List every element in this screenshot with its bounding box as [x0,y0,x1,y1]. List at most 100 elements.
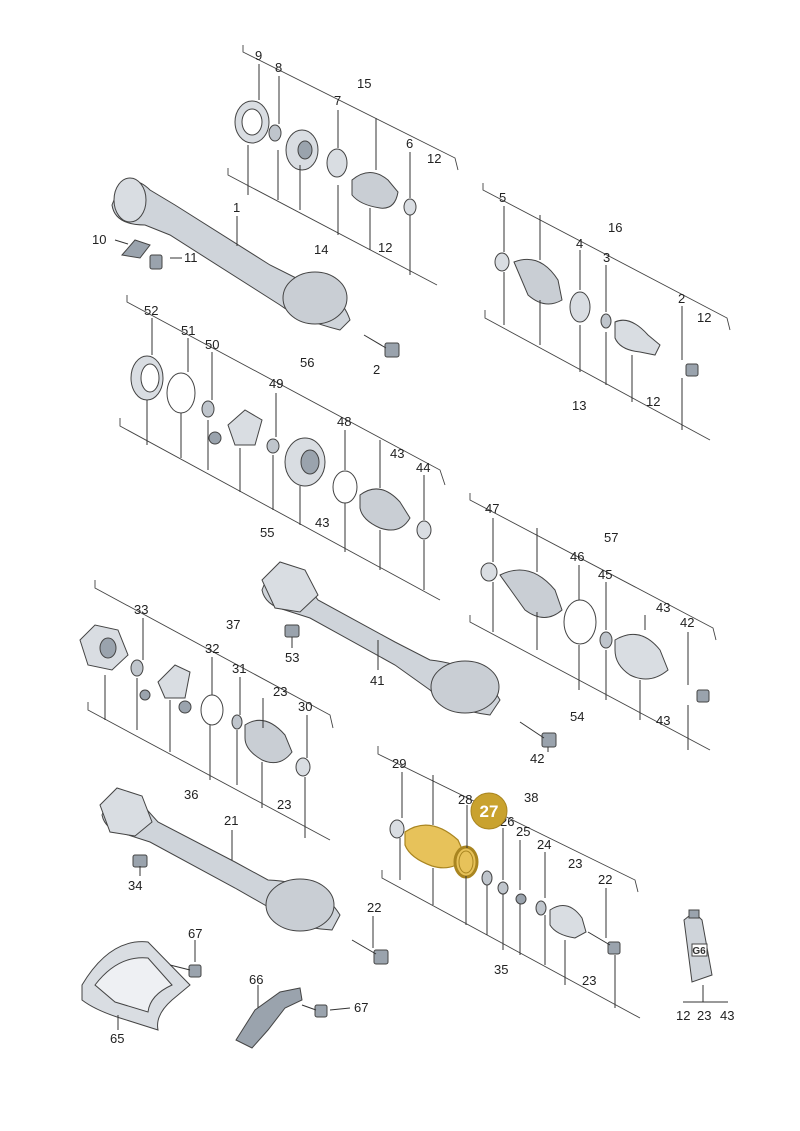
label-45: 45 [598,567,612,582]
label-24: 24 [537,837,551,852]
clamp-5 [494,252,510,272]
group-7-parts [389,819,621,955]
label-31: 31 [232,661,246,676]
label-43: 43 [390,446,404,461]
group-4-leaders [492,518,689,750]
group-7-leaders [399,772,616,1008]
ring-3 [600,313,612,329]
label-27: 27 [480,802,499,821]
ring-51 [166,372,196,414]
label-15: 15 [357,76,371,91]
label-2-right: 2 [678,291,685,306]
label-23b: 23 [277,797,291,812]
clamp-32 [200,694,224,726]
group-9-leaders [117,940,351,1030]
label-55: 55 [260,525,274,540]
group-1-parts [111,100,417,358]
group-4-labels: 47 57 46 45 43 42 54 43 [485,501,694,728]
label-54: 54 [570,709,584,724]
group-3-labels: 52 51 50 56 49 48 43 44 55 43 [144,303,430,540]
label-12b: 12 [378,240,392,255]
label-23-right-b: 23 [582,973,596,988]
bolt-42 [696,689,710,703]
group-4-parts [480,562,710,703]
boot-16 [513,258,563,305]
clamp-6 [403,198,417,216]
group-5-leaders [104,618,308,838]
ring-33 [130,659,144,677]
group-3-parts [130,355,432,540]
group-6-parts [261,561,557,748]
label-21: 21 [224,813,238,828]
clamp-44 [416,520,432,540]
bolt-11 [149,254,163,270]
label-23: 23 [273,684,287,699]
label-16: 16 [608,220,622,235]
label-4: 4 [576,236,583,251]
label-12-right: 12 [697,310,711,325]
group-2-labels: 5 16 4 3 2 12 13 12 [499,190,711,413]
label-66: 66 [249,972,263,987]
group-8-labels: 21 34 22 [128,813,381,915]
clamp-4 [569,291,591,323]
label-12-right-b: 12 [646,394,660,409]
label-9: 9 [255,48,262,63]
label-33: 33 [134,602,148,617]
label-1: 1 [233,200,240,215]
label-29: 29 [392,756,406,771]
group-2-parts [494,252,699,377]
label-3: 3 [603,250,610,265]
ring-25 [497,881,509,895]
label-34: 34 [128,878,142,893]
bolt-2-top [384,342,400,358]
clamp-46 [563,599,597,645]
group-1-labels: 9 8 15 7 6 12 1 10 11 14 12 2 [92,48,441,377]
label-30: 30 [298,699,312,714]
label-22-right: 22 [598,872,612,887]
label-14: 14 [314,242,328,257]
label-65: 65 [110,1031,124,1046]
group-3-frame [119,295,446,601]
label-7: 7 [334,93,341,108]
label-12: 12 [427,151,441,166]
group-6-labels: 53 41 42 [285,650,544,766]
bolt-34 [132,854,148,868]
label-25: 25 [516,824,530,839]
group-5-labels: 33 37 32 31 23 30 36 23 [134,602,312,812]
label-28: 28 [458,792,472,807]
label-46: 46 [570,549,584,564]
group-9-labels: 67 65 66 67 [110,926,368,1046]
label-13: 13 [572,398,586,413]
label-10: 10 [92,232,106,247]
group-8-parts [99,787,389,965]
label-57: 57 [604,530,618,545]
spider-32 [157,664,191,699]
boot-12 [351,172,399,209]
label-47: 47 [485,501,499,516]
label-42: 42 [680,615,694,630]
label-35: 35 [494,962,508,977]
group-9-parts [81,941,328,1049]
label-tube-43: 43 [720,1008,734,1023]
bracket-66 [235,987,303,1049]
group-7-labels: 29 28 38 26 25 24 23 22 35 23 27 [392,756,612,988]
label-43-right: 43 [656,600,670,615]
clamp-29 [389,819,405,839]
label-11: 11 [184,250,198,265]
bolt-2-right [685,363,699,377]
clamp-7 [326,148,348,178]
label-51: 51 [181,323,195,338]
bolt-53 [284,624,300,638]
boot-43 [359,488,411,531]
grease-tube: G6 12 23 43 [676,909,734,1023]
ring-50 [201,400,215,418]
group-3-leaders [146,318,425,590]
bolt-22-left [373,949,389,965]
joint [614,319,661,356]
label-56: 56 [300,355,314,370]
ring-49 [266,438,280,454]
highlight-badge-27[interactable] [470,792,508,830]
group-5-parts [79,624,311,777]
label-tube-23: 23 [697,1008,711,1023]
bolt-42-shaft [541,732,557,748]
